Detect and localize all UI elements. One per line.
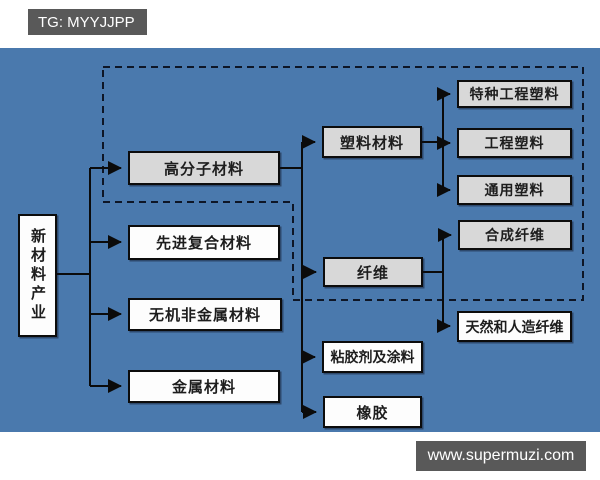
node-synthetic-fiber: 合成纤维 xyxy=(458,220,572,250)
node-special-engineering-plastics: 特种工程塑料 xyxy=(457,80,572,108)
node-adhesives-and-coatings: 粘胶剂及涂料 xyxy=(322,341,423,373)
tag-watermark-badge: TG: MYYJJPP xyxy=(28,9,147,35)
dashed-highlight-region xyxy=(102,66,584,301)
node-advanced-composite-materials: 先进复合材料 xyxy=(128,225,280,260)
node-inorganic-nonmetallic-materials: 无机非金属材料 xyxy=(128,298,282,331)
node-new-materials-industry: 新材料产业 xyxy=(18,214,57,337)
node-general-plastics: 通用塑料 xyxy=(457,175,572,205)
node-plastic-materials: 塑料材料 xyxy=(322,126,422,158)
node-fiber: 纤维 xyxy=(323,257,423,287)
node-natural-and-manmade-fiber: 天然和人造纤维 xyxy=(457,311,572,342)
connector-lines xyxy=(57,87,452,419)
node-metal-materials: 金属材料 xyxy=(128,370,280,403)
node-rubber: 橡胶 xyxy=(323,396,422,428)
site-watermark-badge: www.supermuzi.com xyxy=(416,441,586,471)
node-polymer-materials: 高分子材料 xyxy=(128,151,280,185)
node-engineering-plastics: 工程塑料 xyxy=(457,128,572,158)
